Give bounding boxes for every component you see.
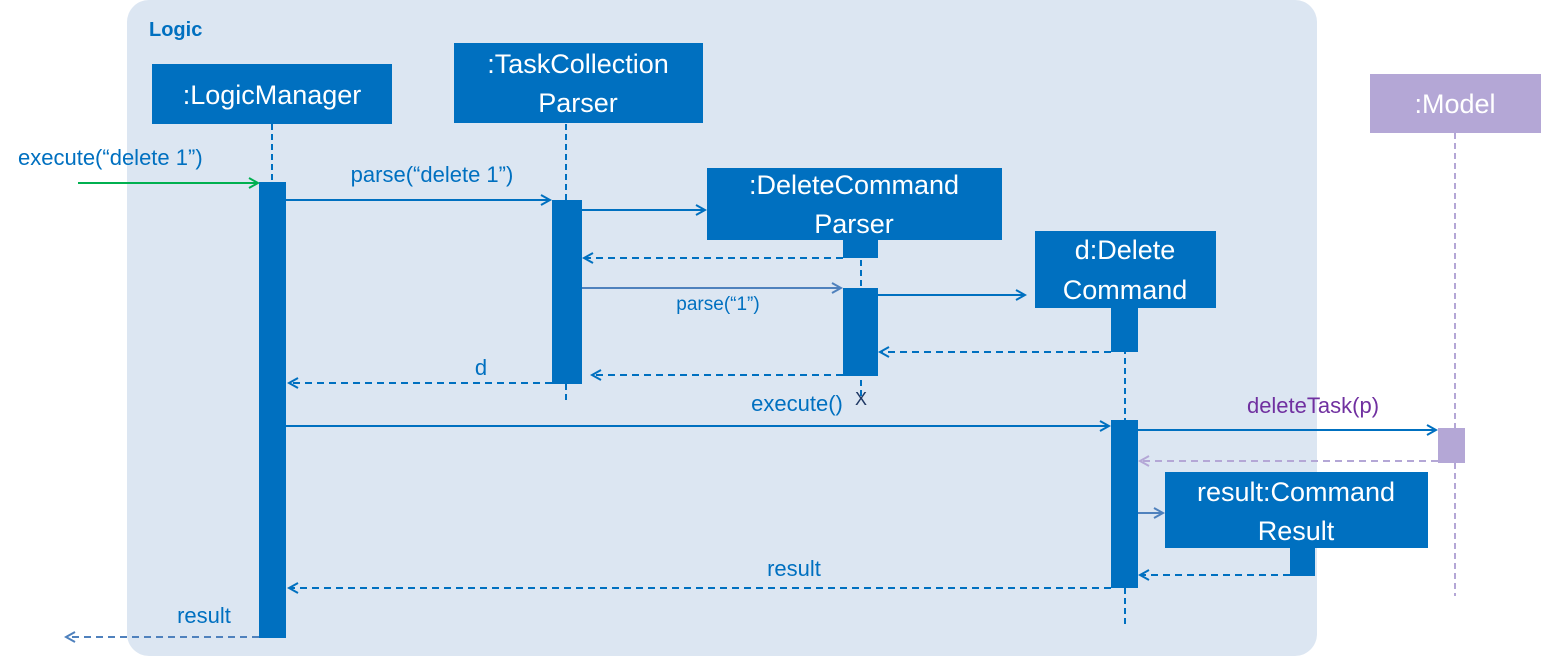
participant-delete-command-parser: :DeleteCommand Parser	[707, 168, 1002, 240]
participant-command-result-label-1: result:Command	[1197, 477, 1395, 507]
participant-task-collection-parser-label-1: :TaskCollection	[487, 49, 669, 79]
activation-logic-manager	[259, 182, 286, 638]
message-delete-task-label: deleteTask(p)	[1247, 393, 1379, 418]
participant-delete-command-label-2: Command	[1063, 275, 1188, 305]
message-final-result-label: result	[177, 603, 231, 628]
participant-delete-command: d:Delete Command	[1035, 231, 1216, 308]
activation-delete-command-parser	[843, 288, 878, 376]
participant-model: :Model	[1370, 74, 1541, 133]
message-parse-delete-label: parse(“delete 1”)	[351, 162, 514, 187]
logic-frame-label: Logic	[149, 19, 202, 41]
message-return-result-label: result	[767, 556, 821, 581]
participant-command-result: result:Command Result	[1165, 472, 1428, 576]
participant-logic-manager: :LogicManager	[152, 64, 392, 124]
participant-logic-manager-label: :LogicManager	[183, 80, 362, 110]
participant-task-collection-parser: :TaskCollection Parser	[454, 43, 703, 123]
activation-delete-command	[1111, 420, 1138, 588]
activation-task-collection-parser	[552, 200, 582, 384]
message-execute-entry-label: execute(“delete 1”)	[18, 145, 203, 170]
participant-delete-command-parser-label-1: :DeleteCommand	[749, 170, 959, 200]
participant-command-result-label-2: Result	[1258, 516, 1335, 546]
destroy-marker: X	[855, 389, 867, 409]
message-execute-label: execute()	[751, 391, 843, 416]
activation-delete-command-parser-tail	[843, 240, 878, 258]
participant-delete-command-parser-label-2: Parser	[814, 209, 894, 239]
activation-model	[1438, 428, 1465, 463]
message-return-d-label: d	[475, 355, 487, 380]
participant-task-collection-parser-label-2: Parser	[538, 88, 618, 118]
participant-model-label: :Model	[1414, 89, 1495, 119]
activation-delete-command-tail	[1111, 308, 1138, 352]
message-parse-1-label: parse(“1”)	[676, 294, 759, 315]
participant-delete-command-label-1: d:Delete	[1075, 235, 1176, 265]
logic-frame	[127, 0, 1317, 656]
